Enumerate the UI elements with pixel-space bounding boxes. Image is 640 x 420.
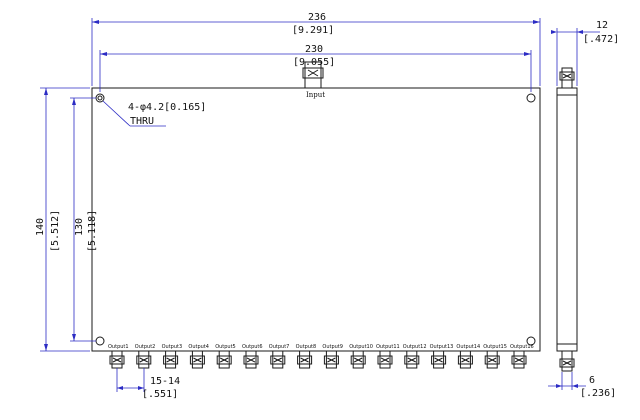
dim-hole-width-inch: [9.055] (293, 57, 335, 68)
output-connector: Output3 (162, 344, 183, 369)
output-label: Output4 (188, 344, 209, 350)
front-view-body (91, 87, 541, 352)
dim-hole-height: 130 [5.118] (70, 97, 98, 342)
output-label: Output9 (322, 344, 343, 350)
dim-port-pitch-inch: [.551] (142, 389, 178, 400)
output-label: Output12 (403, 344, 427, 350)
dim-port-pitch: 15-14 [.551] (116, 368, 180, 400)
output-label: Output7 (269, 344, 290, 350)
output-connector: Output5 (215, 344, 236, 369)
hole-thru-text: THRU (130, 116, 154, 127)
output-connector: Output8 (296, 344, 317, 369)
output-label: Output16 (510, 344, 534, 350)
output-connector: Output14 (456, 344, 480, 369)
output-label: Output14 (456, 344, 480, 350)
output-connector: Output9 (322, 344, 343, 369)
output-connectors: Output1 Output2 Output3 Output4 Output5 Outpu… (108, 344, 534, 369)
output-connector: Output16 (510, 344, 534, 369)
output-connector: Output10 (349, 344, 373, 369)
side-view-body (556, 87, 578, 352)
output-connector: Output15 (483, 344, 507, 369)
side-view (556, 67, 578, 372)
dim-overall-width-inch: [9.291] (292, 25, 334, 36)
output-label: Output15 (483, 344, 507, 350)
output-connector: Output7 (269, 344, 290, 369)
output-label: Output8 (296, 344, 317, 350)
dim-hole-height-value: 130 (74, 218, 85, 236)
output-connector: Output4 (188, 344, 209, 369)
hole-spec-text: 4-φ4.2[0.165] (128, 102, 206, 113)
dim-side-thickness-value: 12 (596, 20, 608, 31)
mounting-holes (95, 93, 536, 346)
output-connector: Output12 (403, 344, 427, 369)
output-label: Output13 (430, 344, 454, 350)
dim-hole-width: 230 [9.055] (99, 44, 532, 92)
dim-side-thickness: 12 [.472] (551, 20, 619, 86)
output-label: Output10 (349, 344, 373, 350)
output-label: Output3 (162, 344, 183, 350)
mounting-hole (526, 336, 536, 346)
dim-overall-height-inch: [5.512] (50, 210, 61, 252)
output-connector: Output6 (242, 344, 263, 369)
mounting-hole-inner (97, 95, 103, 101)
dim-hole-width-value: 230 (305, 44, 323, 55)
output-connector: Output13 (430, 344, 454, 369)
dim-overall-width-value: 236 (308, 12, 326, 23)
dim-overall-width: 236 [9.291] (91, 12, 541, 86)
mounting-hole (95, 93, 105, 103)
input-connector-body (304, 61, 322, 89)
input-label: Input (306, 91, 325, 99)
dim-port-pitch-value: 15-14 (150, 376, 180, 387)
output-connector: Output11 (376, 344, 400, 369)
output-label: Output1 (108, 344, 129, 350)
output-connector: Output1 (108, 344, 129, 369)
input-connector: Input (302, 61, 325, 99)
dim-connector-offset-value: 6 (589, 375, 595, 386)
output-label: Output5 (215, 344, 236, 350)
dim-hole-height-inch: [5.118] (87, 210, 98, 252)
dim-connector-offset: 6 [.236] (548, 372, 616, 399)
dim-overall-height: 140 [5.512] (35, 87, 90, 352)
input-connector-nut (302, 67, 324, 79)
dim-connector-offset-inch: [.236] (580, 388, 616, 399)
mounting-hole (526, 93, 536, 103)
output-label: Output11 (376, 344, 400, 350)
dim-overall-height-value: 140 (35, 218, 46, 236)
hole-callout: 4-φ4.2[0.165] THRU (102, 100, 206, 127)
output-label: Output6 (242, 344, 263, 350)
mounting-hole (95, 336, 105, 346)
dim-side-thickness-inch: [.472] (583, 34, 619, 45)
output-connector: Output2 (135, 344, 156, 369)
output-label: Output2 (135, 344, 156, 350)
